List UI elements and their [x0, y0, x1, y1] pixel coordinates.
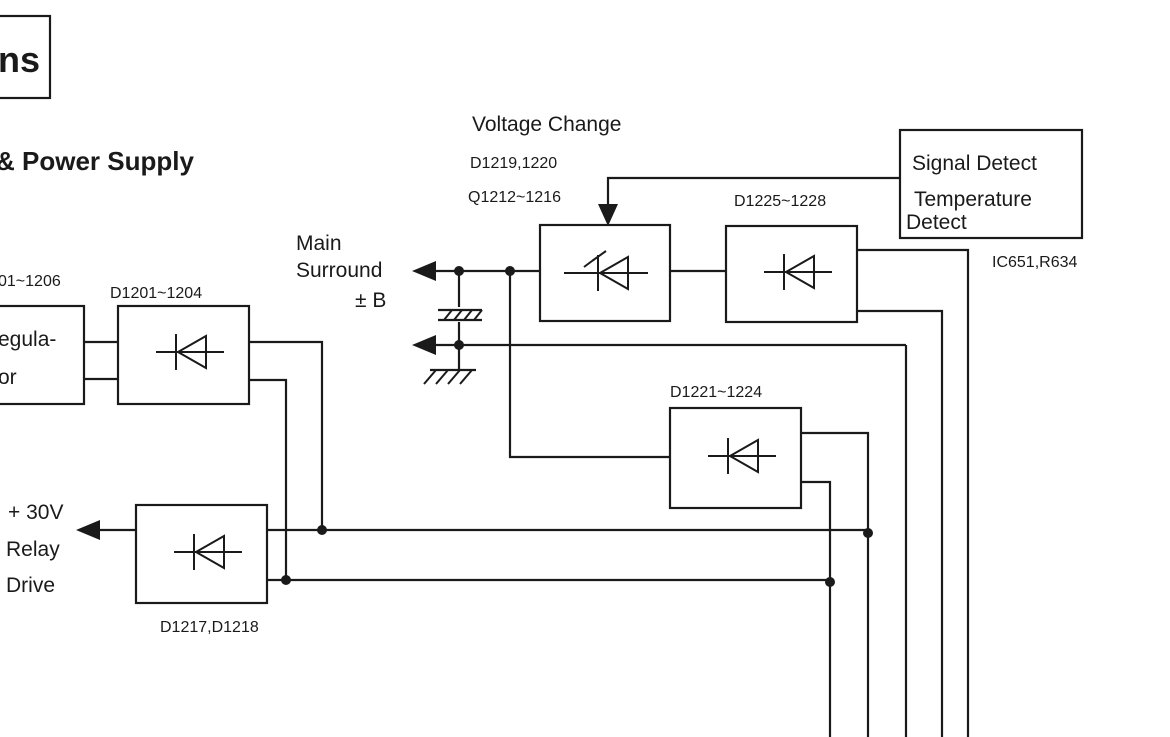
junction-dot [454, 340, 464, 350]
subtitle-fragment: & Power Supply [0, 146, 194, 176]
title-fragment: ns [0, 39, 40, 80]
junction-dot [454, 266, 464, 276]
q1212-label: Q1212~1216 [468, 189, 561, 206]
ic651-label: IC651,R634 [992, 254, 1077, 271]
voltage-change-label: Voltage Change [472, 113, 621, 136]
d1225-label: D1225~1228 [734, 193, 826, 210]
thyristor-icon [564, 250, 648, 291]
ground-hatch [423, 369, 473, 385]
surround-label: Surround [296, 259, 382, 282]
title-box [0, 14, 52, 100]
diode-icon [156, 334, 224, 370]
wire-signal-detect [606, 176, 900, 208]
junction-dot [281, 575, 291, 585]
d1221-label: D1221~1224 [670, 384, 762, 401]
arrow-relay-drive [76, 520, 100, 540]
diode-icon [174, 534, 242, 570]
signal-detect-block [898, 128, 1084, 240]
plus-minus-b-label: ± B [355, 289, 386, 312]
regulator-label-top: egula- [0, 328, 56, 351]
d1217-label: D1217,D1218 [160, 619, 259, 636]
detect-label: Detect [906, 211, 967, 234]
arrow-signal-detect [598, 204, 618, 226]
d1201-1204-label: D1201~1204 [110, 285, 202, 302]
d1201-1206-label: 01~1206 [0, 273, 61, 290]
diode-icon [764, 254, 832, 290]
junction-dot [863, 528, 873, 538]
wire-d1221-out-bottom [801, 480, 832, 737]
plus-30v-label: + 30V [8, 501, 63, 524]
wire-d1225-out-bottom [857, 309, 944, 737]
wire-d1201-out-top [250, 340, 324, 530]
relay-label: Relay [6, 538, 60, 561]
drive-label: Drive [6, 574, 55, 597]
arrow-plus-b [412, 261, 436, 281]
arrow-minus-b [412, 335, 436, 355]
wire-d1221-out-top [801, 431, 870, 737]
cap-hatch [443, 309, 483, 321]
wire-d1201-out-bottom [250, 378, 288, 580]
wire-to-d1221 [508, 271, 670, 459]
regulator-block [0, 304, 86, 406]
wire-d1225-out-top [857, 248, 970, 737]
d1219-label: D1219,1220 [470, 155, 557, 172]
junction-dot [505, 266, 515, 276]
temperature-label: Temperature [914, 188, 1032, 211]
signal-detect-label: Signal Detect [912, 152, 1037, 175]
regulator-label-bottom: or [0, 366, 17, 389]
diode-icon [708, 438, 776, 474]
junction-dot [825, 577, 835, 587]
junction-dot [317, 525, 327, 535]
main-label: Main [296, 232, 342, 255]
